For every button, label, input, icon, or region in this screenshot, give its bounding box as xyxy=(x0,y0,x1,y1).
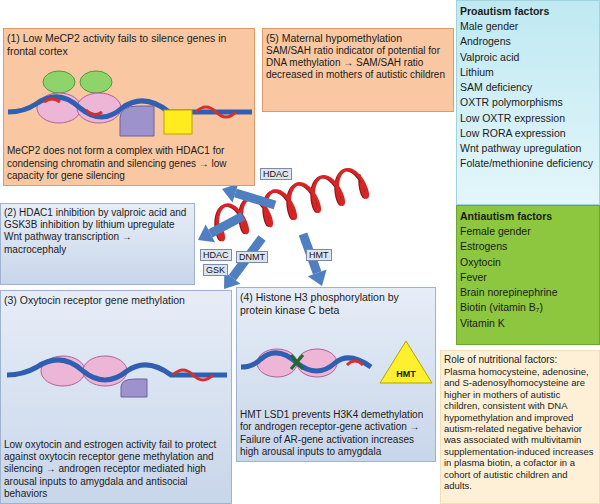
process-box: (1) Low MeCP2 activity fails to silence … xyxy=(3,28,255,186)
factor-panel: Antiautism factorsFemale genderEstrogens… xyxy=(456,205,600,345)
process-box: (3) Oxytocin receptor gene methylationLo… xyxy=(0,290,232,504)
enzyme-label: HDAC xyxy=(260,168,292,180)
factor-item: Low RORA expression xyxy=(460,126,596,141)
arrow-head xyxy=(198,225,215,243)
box-heading: (2) HDAC1 inhibition by valproic acid an… xyxy=(4,207,191,256)
box-heading: Role of nutritional factors: xyxy=(444,354,596,366)
factor-item: Oxytocin xyxy=(460,255,596,270)
factor-item: Wnt pathway upregulation xyxy=(460,141,596,156)
process-box: (4) Histone H3 phosphorylation by protei… xyxy=(236,287,436,462)
box-body: MeCP2 does not form a complex with HDAC1… xyxy=(7,145,251,182)
factor-item: Fever xyxy=(460,270,596,285)
chromatin-illustration xyxy=(1,347,233,399)
factor-item: Vitamin K xyxy=(460,316,596,331)
factor-item: Lithium xyxy=(460,65,596,80)
box-heading: (3) Oxytocin receptor gene methylation xyxy=(4,294,228,307)
arrow-head xyxy=(222,183,238,202)
box-body: HMT LSD1 prevents H3K4 demethylation for… xyxy=(240,409,432,458)
note-box: Role of nutritional factors:Plasma homoc… xyxy=(440,350,600,504)
factor-item: Biotin (vitamin B₇) xyxy=(460,300,596,315)
pathway-arrow xyxy=(235,193,275,205)
factor-item: Androgens xyxy=(460,34,596,49)
factor-item: OXTR polymorphisms xyxy=(460,95,596,110)
factor-item: Folate/methionine deficiency xyxy=(460,156,596,171)
enzyme-label: HMT xyxy=(306,249,332,261)
panel-heading: Antiautism factors xyxy=(460,209,596,224)
box-heading: (5) Maternal hypomethylation xyxy=(266,32,450,45)
enzyme-triangle: HMT xyxy=(379,340,433,384)
factor-panel: Proautism factorsMale genderAndrogensVal… xyxy=(456,0,600,205)
box-body: Plasma homocysteine, adenosine, and S-ad… xyxy=(444,366,596,491)
box-heading: (4) Histone H3 phosphorylation by protei… xyxy=(240,291,432,317)
factor-item: Valproic acid xyxy=(460,50,596,65)
enzyme-label: HMT xyxy=(396,369,416,380)
factor-item: SAM deficiency xyxy=(460,80,596,95)
box-heading: (1) Low MeCP2 activity fails to silence … xyxy=(7,32,251,58)
enzyme-label: HDAC xyxy=(200,249,232,261)
process-box: (5) Maternal hypomethylationSAM/SAH rati… xyxy=(262,28,454,112)
arrow-head xyxy=(308,269,327,286)
factor-item: Low OXTR expression xyxy=(460,111,596,126)
factor-item: Male gender xyxy=(460,19,596,34)
enzyme-label: GSK xyxy=(203,264,228,276)
box-body: Low oxytocin and estrogen activity fail … xyxy=(4,439,228,500)
box-body: SAM/SAH ratio indicator of potential for… xyxy=(266,45,450,82)
enzyme-label: DNMT xyxy=(236,251,268,263)
factor-item: Brain norepinephrine xyxy=(460,285,596,300)
factor-item: Female gender xyxy=(460,224,596,239)
factor-item: Estrogens xyxy=(460,239,596,254)
chromatin-illustration xyxy=(4,66,256,138)
pathway-arrow xyxy=(210,216,243,233)
panel-heading: Proautism factors xyxy=(460,4,596,19)
process-box: (2) HDAC1 inhibition by valproic acid an… xyxy=(0,203,195,285)
